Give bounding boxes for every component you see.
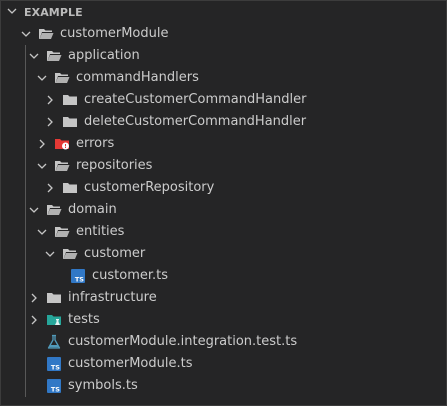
indent-guide — [25, 265, 26, 287]
tree-item-customerModule[interactable]: customerModule — [1, 23, 446, 45]
chevron-down-icon — [34, 224, 50, 240]
chevron-down-icon — [26, 48, 42, 64]
tree-item-label: entities — [76, 224, 125, 239]
workspace-title: EXAMPLE — [24, 5, 83, 19]
indent-guide — [25, 177, 26, 199]
typescript-file-icon: TS — [46, 356, 62, 372]
tree-item-customerRepository[interactable]: customerRepository — [1, 177, 446, 199]
tree-item-label: deleteCustomerCommandHandler — [84, 114, 307, 129]
typescript-file-icon: TS — [46, 378, 62, 394]
folder-open-icon — [54, 70, 70, 86]
tree-item-domain[interactable]: domain — [1, 199, 446, 221]
tree-item-label: customerRepository — [84, 180, 215, 195]
folder-open-icon — [46, 202, 62, 218]
tree-item-symbols-ts[interactable]: TS symbols.ts — [1, 375, 446, 397]
twistie-spacer — [26, 334, 42, 350]
chevron-right-icon — [42, 92, 58, 108]
chevron-down-icon — [42, 246, 58, 262]
tree-item-label: repositories — [76, 158, 153, 173]
indent-guide — [25, 353, 26, 375]
tree-item-label: createCustomerCommandHandler — [84, 92, 307, 107]
indent-guide — [25, 221, 26, 243]
chevron-down-icon — [18, 26, 34, 42]
file-tree: customerModule application commandHandle… — [1, 23, 446, 397]
chevron-right-icon — [42, 180, 58, 196]
chevron-right-icon — [34, 136, 50, 152]
chevron-down-icon — [26, 202, 42, 218]
tree-item-label: customerModule — [60, 26, 169, 41]
explorer-section-header[interactable]: EXAMPLE — [1, 1, 446, 23]
chevron-right-icon — [26, 290, 42, 306]
folder-icon — [62, 92, 78, 108]
twistie-spacer — [26, 356, 42, 372]
indent-guide — [25, 45, 26, 67]
folder-icon — [46, 290, 62, 306]
tree-item-deleteCustomerCommandHandler[interactable]: deleteCustomerCommandHandler — [1, 111, 446, 133]
tree-item-label: symbols.ts — [68, 378, 138, 393]
tree-item-label: customer — [84, 246, 146, 261]
tree-item-application[interactable]: application — [1, 45, 446, 67]
indent-guide — [25, 287, 26, 309]
typescript-icon-text: TS — [51, 364, 60, 372]
folder-icon — [62, 180, 78, 196]
tree-item-infrastructure[interactable]: infrastructure — [1, 287, 446, 309]
tree-item-label: errors — [76, 136, 115, 151]
indent-guide — [25, 111, 26, 133]
tree-item-label: domain — [68, 202, 117, 217]
tree-item-label: customerModule.ts — [68, 356, 193, 371]
chevron-right-icon — [26, 312, 42, 328]
twistie-spacer — [50, 268, 66, 284]
indent-guide — [25, 243, 26, 265]
chevron-down-icon — [34, 158, 50, 174]
twistie-spacer — [26, 378, 42, 394]
tree-item-label: commandHandlers — [76, 70, 199, 85]
tree-item-customer-ts[interactable]: TS customer.ts — [1, 265, 446, 287]
folder-icon — [62, 114, 78, 130]
errors-folder-icon — [54, 136, 70, 152]
tree-item-customer[interactable]: customer — [1, 243, 446, 265]
typescript-file-icon: TS — [70, 268, 86, 284]
tree-item-customerModule-ts[interactable]: TS customerModule.ts — [1, 353, 446, 375]
folder-open-icon — [54, 158, 70, 174]
tree-item-label: customerModule.integration.test.ts — [68, 334, 298, 349]
tree-item-customerModule-integration-test-ts[interactable]: customerModule.integration.test.ts — [1, 331, 446, 353]
tree-item-createCustomerCommandHandler[interactable]: createCustomerCommandHandler — [1, 89, 446, 111]
indent-guide — [25, 199, 26, 221]
tree-item-label: application — [68, 48, 140, 63]
tests-folder-icon — [46, 312, 62, 328]
folder-open-icon — [38, 26, 54, 42]
indent-guide — [25, 331, 26, 353]
chevron-down-icon — [4, 3, 20, 22]
tree-item-label: customer.ts — [92, 268, 169, 283]
folder-open-icon — [62, 246, 78, 262]
tree-item-entities[interactable]: entities — [1, 221, 446, 243]
folder-open-icon — [46, 48, 62, 64]
indent-guide — [25, 309, 26, 331]
chevron-down-icon — [34, 70, 50, 86]
tree-item-tests[interactable]: tests — [1, 309, 446, 331]
tree-item-errors[interactable]: errors — [1, 133, 446, 155]
tree-item-label: tests — [68, 312, 100, 327]
typescript-icon-text: TS — [51, 386, 60, 394]
typescript-icon-text: TS — [75, 276, 84, 284]
tree-item-commandHandlers[interactable]: commandHandlers — [1, 67, 446, 89]
indent-guide — [25, 67, 26, 89]
folder-open-icon — [54, 224, 70, 240]
tree-item-label: infrastructure — [68, 290, 157, 305]
indent-guide — [25, 155, 26, 177]
indent-guide — [25, 133, 26, 155]
chevron-right-icon — [42, 114, 58, 130]
tree-item-repositories[interactable]: repositories — [1, 155, 446, 177]
test-flask-icon — [46, 334, 62, 350]
indent-guide — [25, 375, 26, 397]
indent-guide — [25, 89, 26, 111]
